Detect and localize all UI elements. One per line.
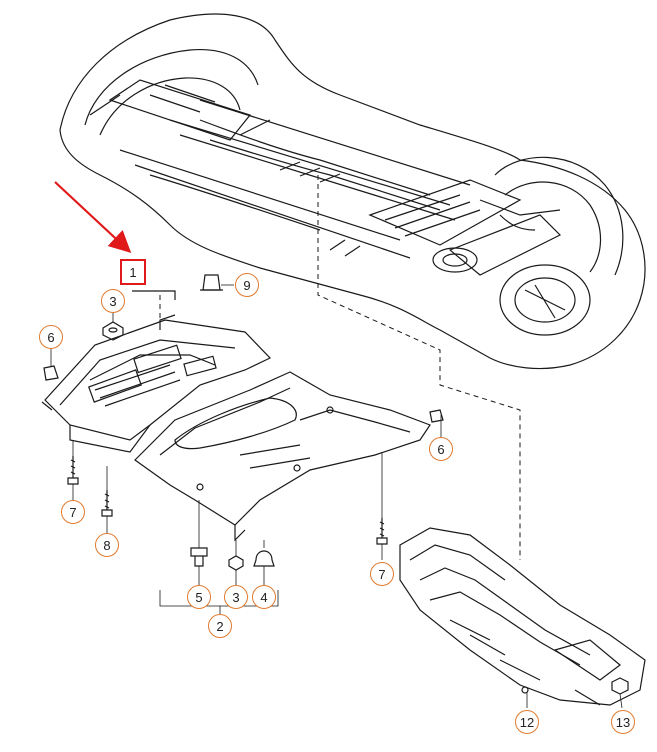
red-pointer-arrow <box>54 181 132 253</box>
assembly-leader-lines <box>159 175 521 560</box>
fasteners <box>43 274 629 695</box>
part-2-center-undertray <box>134 371 431 542</box>
callout-12: 12 <box>515 710 539 734</box>
part-12-heat-shield <box>399 527 646 706</box>
callout-7-right: 7 <box>370 562 394 586</box>
callout-2: 2 <box>208 614 232 638</box>
callout-1-highlighted: 1 <box>120 259 146 285</box>
callout-7-left: 7 <box>61 500 85 524</box>
callout-6-left: 6 <box>39 325 63 349</box>
callout-leaders <box>50 284 623 709</box>
car-body-underside <box>59 13 646 370</box>
callout-3-top: 3 <box>101 289 125 313</box>
callout-4: 4 <box>252 585 276 609</box>
callout-3-bottom: 3 <box>224 585 248 609</box>
callout-13: 13 <box>611 710 635 734</box>
part-1-front-undertray <box>41 290 272 453</box>
callout-6-right: 6 <box>429 437 453 461</box>
callout-5: 5 <box>187 585 211 609</box>
callout-8: 8 <box>95 533 119 557</box>
callout-9: 9 <box>235 273 259 297</box>
